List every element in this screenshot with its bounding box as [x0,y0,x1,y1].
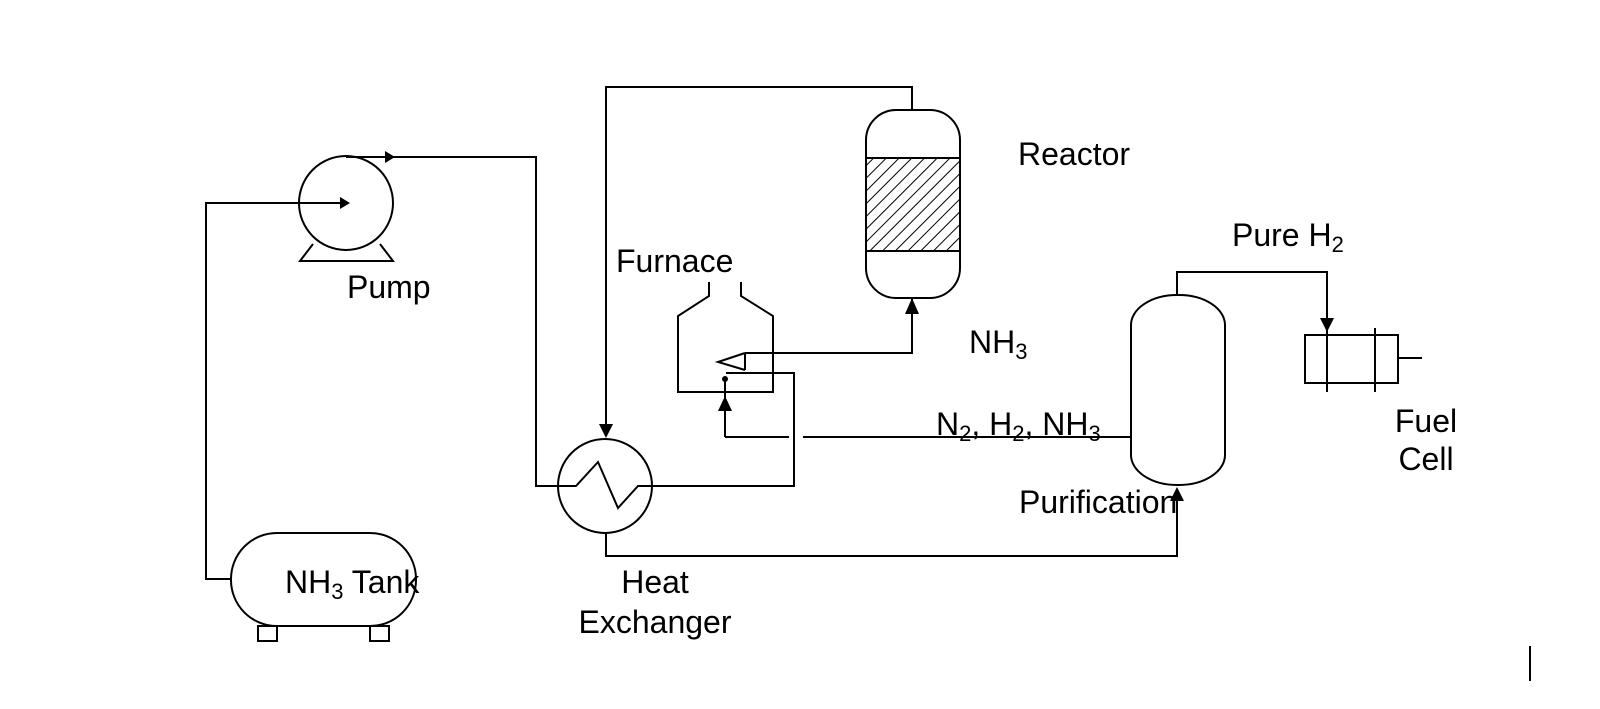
purification-label: Purification [1019,484,1178,520]
pipe-furnace-to-reactor [745,298,919,353]
pump-label: Pump [347,269,431,305]
furnace-coil [718,353,745,370]
reactor-label: Reactor [1018,136,1131,172]
purification-column[interactable] [1131,295,1225,485]
nh3-stream-label: NH3 [969,324,1028,364]
pure-h2-label: Pure H2 [1232,217,1344,257]
furnace-label: Furnace [616,243,734,279]
reactor[interactable] [866,110,960,298]
pipe-reactor-to-heat-exchanger [599,87,912,438]
pipe-heat-exchanger-to-furnace [652,373,794,486]
heat-exchanger[interactable] [558,439,652,533]
pump[interactable] [299,156,393,261]
pipe-tank-to-pump [206,197,350,579]
reactor-catalyst-bed [866,158,960,251]
nh3-tank-label: NH3 Tank [285,564,420,604]
pipe-heat-exchanger-to-purification [606,487,1184,556]
pipe-purification-to-fuel-cell [1177,272,1334,332]
fuel-cell[interactable] [1305,328,1422,392]
pipe-pump-to-heat-exchanger [346,151,558,486]
n2-h2-nh3-stream-label: N2, H2, NH3 [936,406,1101,446]
furnace[interactable] [678,282,773,437]
